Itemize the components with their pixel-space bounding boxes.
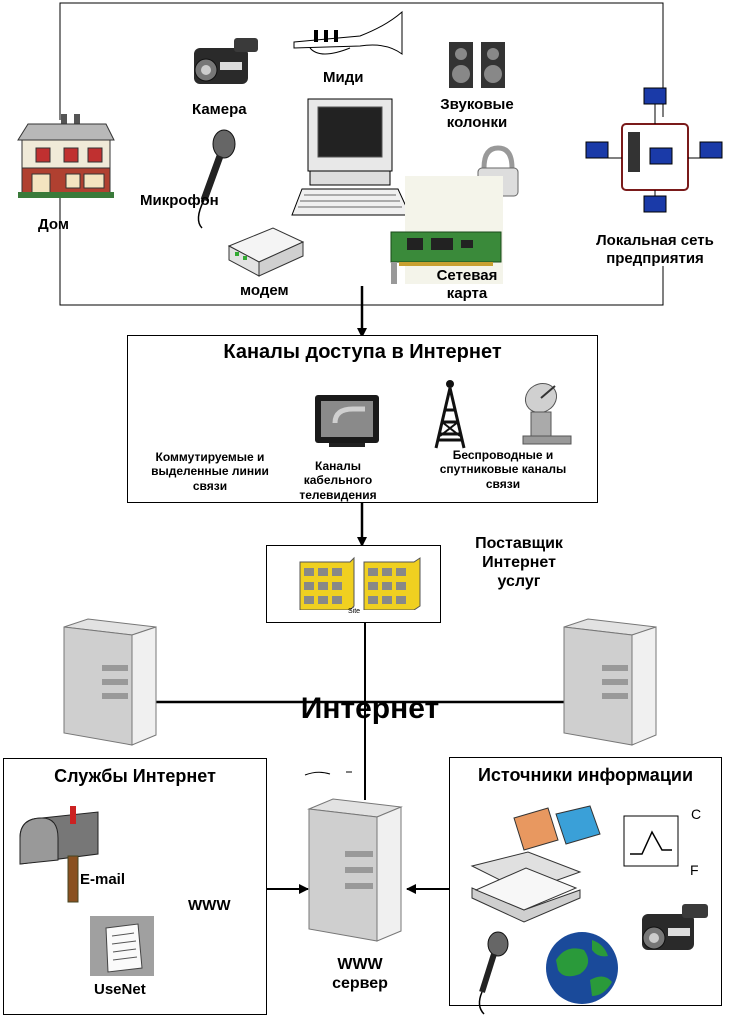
network-card-icon [390,176,503,284]
sources-title: Источники информации [477,765,694,785]
wireless-label: Беспроводные и спутниковые каналы связи [439,448,567,491]
house-icon [17,114,115,198]
computer-icon [291,98,411,216]
antenna-tower-icon [434,380,466,449]
dialup-label: Коммутируемые и выделенные линии связи [151,450,269,493]
microphone-label: Микрофон [140,192,219,209]
c-label: C [691,806,702,822]
sources-microphone-icon [478,931,509,1015]
network-card-label: Сетевая карта [436,267,498,302]
site-caption: Site [348,608,361,615]
scanner-icon [470,851,582,923]
home-frame [59,2,664,120]
modem-icon [227,227,305,277]
books-icon [513,805,601,851]
f-label: F [690,862,699,878]
newspaper-icon [90,916,154,976]
usenet-label: UseNet [94,981,146,998]
camera-icon [194,38,258,84]
satellite-dish-icon [522,382,572,445]
graph-chart-icon [623,815,679,867]
trumpet-icon [293,10,403,55]
internet-label: Интернет [300,692,440,725]
services-title: Службы Интернет [54,766,216,786]
modem-label: модем [240,282,289,299]
lan-label: Локальная сеть предприятия [596,232,714,267]
www-server-icon [307,798,403,942]
server-right-icon [563,618,657,746]
midi-label: Миди [323,69,364,86]
www-server-label: WWW сервер [332,956,388,993]
camcorder-icon [642,904,708,950]
home-label: Дом [38,216,69,233]
provider-label: Поставщик Интернет услуг [475,535,563,591]
building-icon [299,556,421,610]
mailbox-icon [19,806,99,903]
lan-icon [585,87,723,213]
email-label: E-mail [80,871,126,888]
tv-icon [315,395,379,447]
www-service-label: WWW [188,897,231,914]
speakers-icon [449,42,505,88]
speakers-label: Звуковые колонки [440,96,514,131]
globe-icon [546,932,618,1004]
access-title: Каналы доступа в Интернет [223,341,502,363]
server-left-icon [63,618,157,746]
cable-label: Каналы кабельного телевидения [299,459,377,502]
camera-label: Камера [192,101,247,118]
microphone-icon [197,129,236,229]
